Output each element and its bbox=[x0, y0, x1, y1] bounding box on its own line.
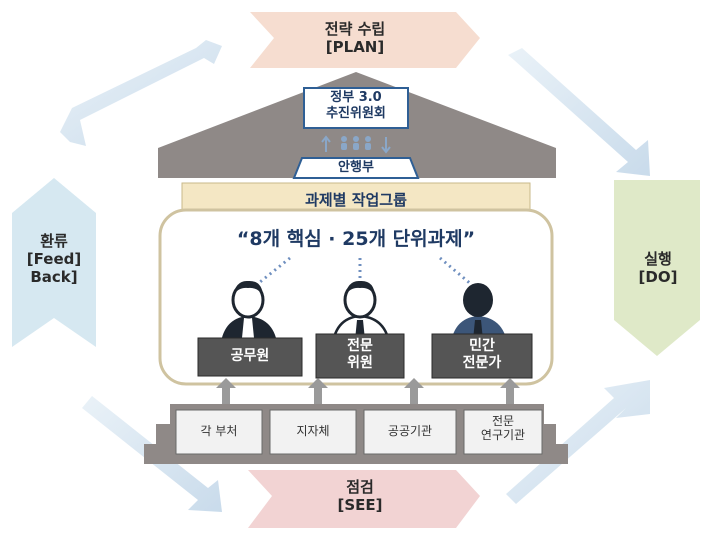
plan-chevron bbox=[250, 12, 480, 68]
arrow-plan-to-do bbox=[508, 48, 650, 176]
source-research-line-2: 연구기관 bbox=[480, 428, 526, 443]
feedback-label: 환류 [Feed] Back] bbox=[16, 232, 92, 286]
plan-label: 전략 수립 [PLAN] bbox=[300, 20, 410, 56]
source-box-ministries bbox=[175, 409, 263, 455]
source-research-line-1: 전문 bbox=[491, 414, 515, 428]
source-public-line-1: 공공기관 bbox=[387, 424, 433, 438]
committee-line-2: 추진위원회 bbox=[326, 105, 386, 121]
support-box bbox=[292, 157, 420, 179]
member-official-line-1: 공무원 bbox=[230, 348, 270, 364]
member-label-official: 공무원 bbox=[198, 348, 302, 365]
people-icon bbox=[321, 135, 391, 154]
do-title: 실행 bbox=[644, 250, 672, 268]
headline: “8개 핵심 · 25개 단위과제” bbox=[236, 228, 476, 250]
plan-title: 전략 수립 bbox=[324, 20, 386, 38]
do-chevron bbox=[614, 180, 700, 356]
source-label-research: 전문 연구기관 bbox=[464, 414, 542, 443]
source-label-ministries: 각 부처 bbox=[176, 424, 262, 438]
see-label: 점검 [SEE] bbox=[310, 478, 410, 514]
see-chevron bbox=[248, 470, 480, 528]
do-subtitle: [DO] bbox=[638, 268, 678, 286]
committee-line-1: 정부 3.0 bbox=[330, 90, 382, 105]
source-label-localgov: 지자체 bbox=[270, 424, 356, 438]
source-label-public: 공공기관 bbox=[364, 424, 456, 438]
workgroup-label: 과제별 작업그룹 bbox=[305, 191, 407, 209]
member-civilian-line-2: 전문가 bbox=[462, 354, 502, 371]
do-label: 실행 [DO] bbox=[620, 250, 696, 286]
committee-label: 정부 3.0 추진위원회 bbox=[304, 90, 408, 121]
feedback-title: 환류 bbox=[40, 232, 68, 250]
feedback-subtitle-2: Back] bbox=[30, 268, 78, 286]
up-arrows bbox=[216, 378, 520, 404]
member-expert-line-2: 위원 bbox=[347, 354, 373, 371]
see-subtitle: [SEE] bbox=[337, 496, 383, 514]
committee-box bbox=[303, 87, 409, 129]
feedback-subtitle-1: [Feed] bbox=[26, 250, 82, 268]
source-ministries-line-1: 각 부처 bbox=[200, 424, 238, 438]
source-box-localgov bbox=[269, 409, 357, 455]
member-label-civilian: 민간 전문가 bbox=[432, 338, 532, 372]
feedback-chevron bbox=[12, 178, 96, 347]
member-expert-line-1: 전문 bbox=[347, 338, 373, 354]
source-box-public bbox=[363, 409, 457, 455]
arrow-do-to-see bbox=[506, 380, 650, 504]
source-box-research bbox=[463, 409, 543, 455]
member-civilian-line-1: 민간 bbox=[469, 338, 495, 354]
plan-subtitle: [PLAN] bbox=[325, 38, 385, 56]
member-label-expert: 전문 위원 bbox=[316, 338, 404, 372]
member-box-civilian bbox=[431, 333, 533, 379]
member-box-expert bbox=[315, 333, 405, 379]
source-localgov-line-1: 지자체 bbox=[296, 424, 330, 438]
support-label: 안행부 bbox=[338, 160, 374, 175]
see-title: 점검 bbox=[346, 478, 374, 496]
arrow-feedback-to-plan bbox=[60, 40, 222, 146]
member-box-official bbox=[197, 337, 303, 377]
